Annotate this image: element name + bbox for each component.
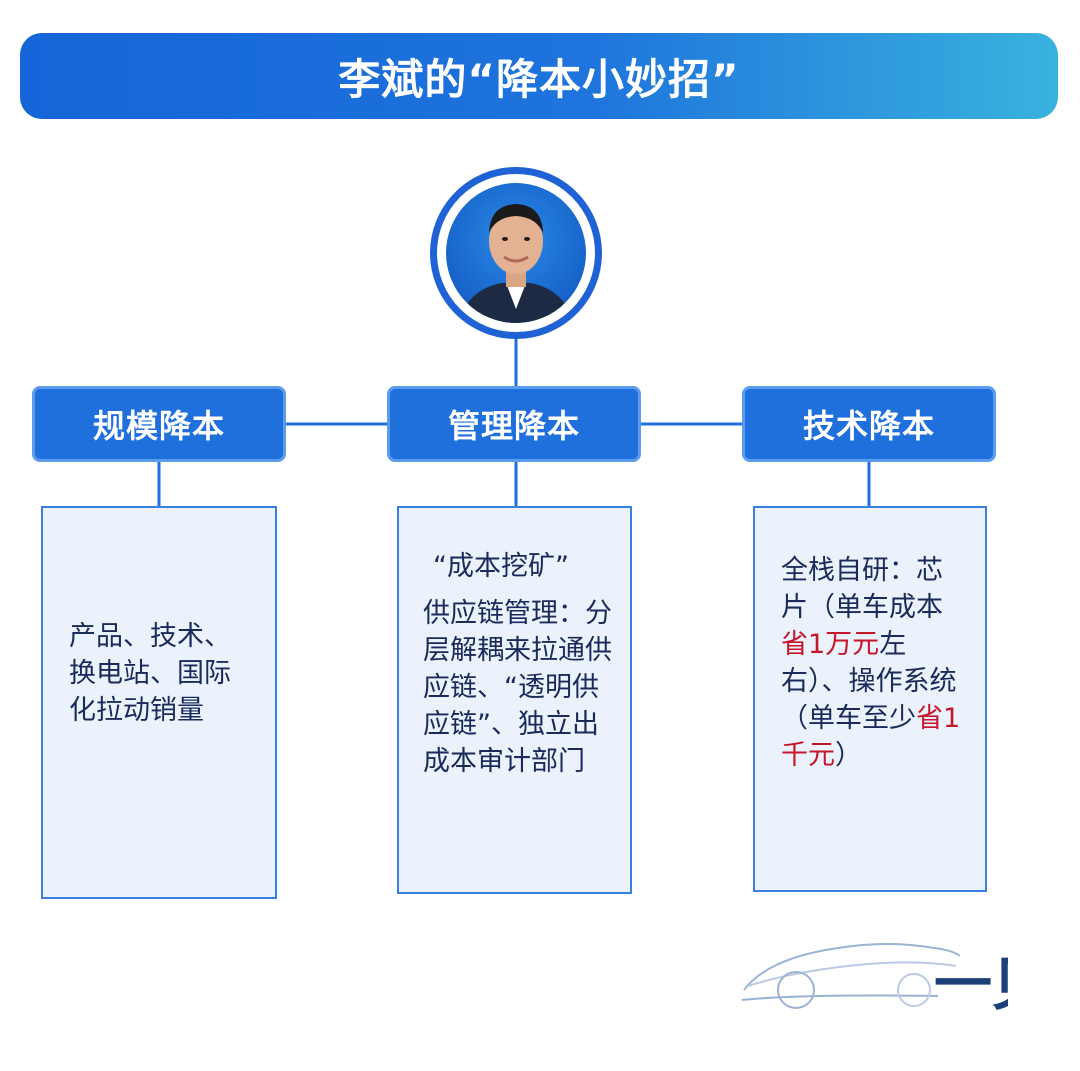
detail-tech: 全栈自研：芯片（单车成本省1万元左右）、操作系统（单车至少省1千元） xyxy=(753,506,987,892)
page-title: 李斌的“降本小妙招” xyxy=(338,54,740,104)
highlight-saving: 省1千元 xyxy=(781,703,961,771)
detail-management-text: 供应链管理：分层解耦来拉通供应链、“透明供应链”、独立出成本审计部门 xyxy=(423,598,612,777)
title-banner: 李斌的“降本小妙招” xyxy=(20,33,1058,119)
category-tech: 技术降本 xyxy=(742,386,996,462)
category-management: 管理降本 xyxy=(387,386,641,462)
category-label: 规模降本 xyxy=(92,407,225,445)
detail-management-heading: “成本挖矿” xyxy=(433,551,569,582)
detail-tech-text: 全栈自研：芯片（单车成本省1万元左右）、操作系统（单车至少省1千元） xyxy=(781,555,961,771)
category-label: 技术降本 xyxy=(802,407,935,445)
category-scale: 规模降本 xyxy=(32,386,286,462)
detail-management: “成本挖矿” 供应链管理：分层解耦来拉通供应链、“透明供应链”、独立出成本审计部… xyxy=(397,506,632,894)
detail-scale-text: 产品、技术、换电站、国际化拉动销量 xyxy=(69,621,231,726)
brand-logo: 一见 xyxy=(741,943,1008,1014)
category-label: 管理降本 xyxy=(447,407,580,445)
avatar-ring xyxy=(430,167,602,339)
logo-text: 一见 xyxy=(934,950,1008,1014)
avatar xyxy=(446,183,586,323)
portrait-icon xyxy=(458,204,574,323)
detail-scale: 产品、技术、换电站、国际化拉动销量 xyxy=(41,506,277,899)
highlight-saving: 省1万元 xyxy=(781,629,880,660)
